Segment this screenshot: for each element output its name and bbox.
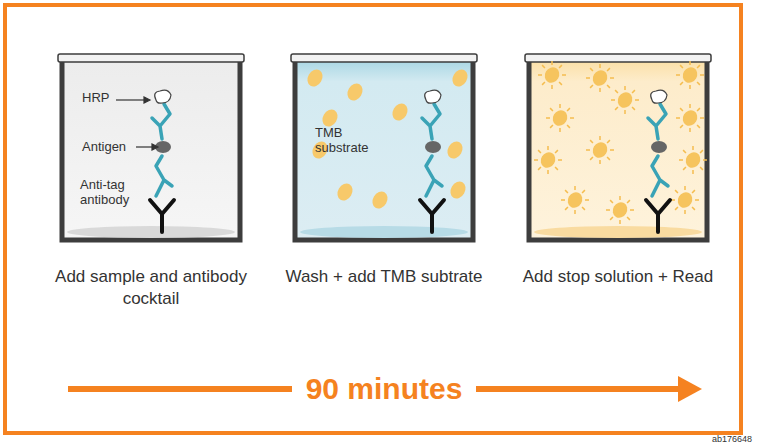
step-caption: Add sample and antibody cocktail [40,266,262,310]
well-3 [525,54,711,240]
well-group: Add stop solution + Read [507,54,729,316]
step-caption: Wash + add TMB subtrate [273,266,495,288]
part-label: TMB substrate [315,126,395,156]
well-2 [291,54,477,240]
duration-label: 90 minutes [292,372,477,406]
antibody-complexes [150,90,670,232]
well-group: HRP AntigenAnti-tag antibodyAdd sample an… [40,54,262,316]
frame [5,5,741,433]
step-caption: Add stop solution + Read [507,266,729,288]
catalog-number: ab176648 [712,434,752,444]
part-label: HRP [82,91,142,106]
well-1 [58,54,244,240]
well-group: TMB substrateWash + add TMB subtrate [273,54,495,316]
part-label: Anti-tag antibody [80,178,150,208]
part-label: Antigen [82,140,152,155]
